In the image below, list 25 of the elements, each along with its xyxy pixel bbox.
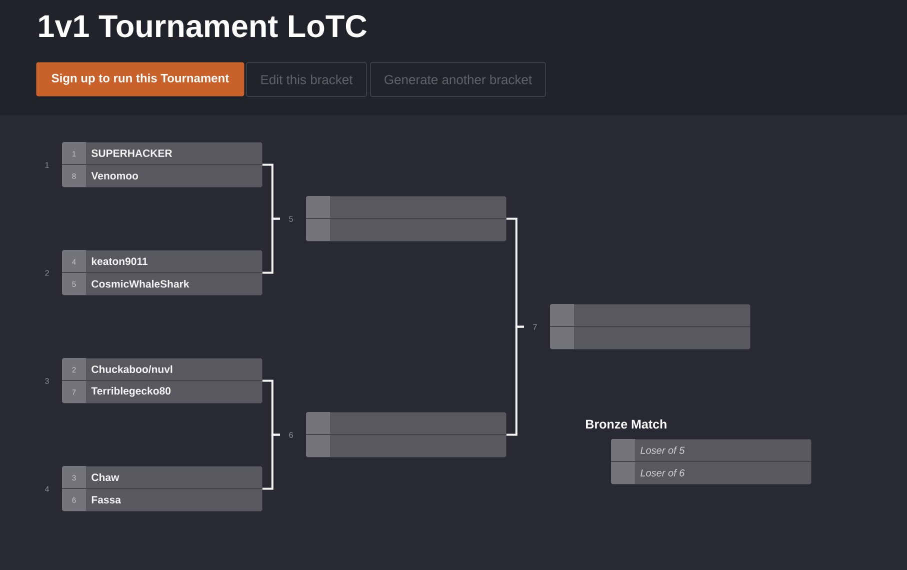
match-number: 2 [45, 270, 49, 276]
player-name: Loser of 6 [640, 469, 685, 476]
player-name: keaton9011 [92, 257, 148, 266]
bracket-line [262, 434, 280, 490]
player-name: Loser of 5 [640, 446, 685, 454]
player-name: Chuckaboo/nuvl [92, 365, 172, 374]
match-number: 1 [45, 162, 49, 168]
match-number: 6 [289, 432, 293, 438]
player-name: Chaw [92, 473, 120, 482]
heading: Bronze Match [586, 419, 666, 429]
button: Sign up to run this Tournament [36, 62, 244, 96]
button: Generate another bracket [370, 62, 546, 97]
bracket-line [506, 326, 524, 436]
match-number: 3 [45, 378, 49, 384]
player-name: Venomoo [91, 172, 138, 180]
player-name: Terriblegecko80 [91, 386, 171, 397]
match-number: 7 [533, 324, 537, 330]
bracket-line [262, 218, 280, 274]
player-name: Fassa [92, 496, 122, 504]
button: Edit this bracket [246, 62, 367, 97]
player-name: SUPERHACKER [92, 150, 172, 157]
match-number: 4 [44, 486, 49, 492]
match-number: 5 [289, 216, 293, 222]
title: 1v1 Tournament LoTC [39, 15, 367, 38]
player-name: CosmicWhaleShark [92, 280, 190, 288]
